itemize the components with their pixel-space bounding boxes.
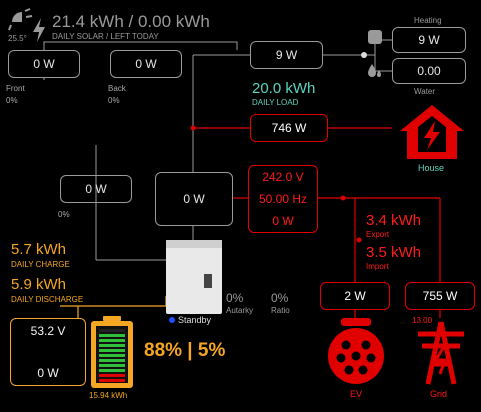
ev-plug-icon [327, 318, 385, 393]
battery-cell [99, 339, 125, 342]
ev-label: EV [350, 389, 363, 399]
battery-cell [99, 364, 125, 367]
house-icon [398, 103, 466, 166]
house-label: House [418, 163, 445, 173]
pv-front-value: 0 W [33, 57, 55, 71]
battery-cell [99, 359, 125, 362]
ev-box[interactable]: 2 W [320, 282, 390, 310]
daily-discharge-value: 5.9 kWh [11, 276, 67, 293]
pv-back-percent: 0% [108, 96, 120, 105]
sun-icon [8, 8, 38, 43]
ratio-value: 0% [271, 291, 289, 305]
battery-cell [99, 329, 125, 332]
battery-power: 0 W [37, 366, 59, 380]
grid-frequency: 50.00 Hz [258, 192, 308, 206]
daily-load-label: DAILY LOAD [252, 98, 299, 107]
status-dot [169, 317, 175, 323]
water-label: Water [414, 87, 436, 96]
pv-total-box[interactable]: 0 W [60, 175, 132, 203]
battery-cell [99, 354, 125, 357]
autarky-value: 0% [226, 291, 244, 305]
heating-icon [368, 30, 382, 44]
pv-front-percent: 0% [6, 96, 18, 105]
battery-icon [91, 316, 133, 388]
water-box[interactable]: 0.00 [392, 58, 466, 84]
daily-charge-label: DAILY CHARGE [11, 260, 70, 269]
battery-cell [99, 369, 125, 372]
pv-back-label: Back [108, 84, 126, 93]
import-label: Import [366, 262, 389, 271]
battery-cell [99, 374, 125, 377]
import-value: 3.5 kWh [366, 244, 422, 261]
inverter-icon [166, 240, 222, 314]
inverter-power-value: 0 W [183, 192, 205, 206]
autarky-label: Autarky [226, 306, 254, 315]
heating-box[interactable]: 9 W [392, 27, 466, 53]
daily-discharge-label: DAILY DISCHARGE [11, 295, 84, 304]
battery-stats-box[interactable]: 53.2 V 0 W [10, 318, 86, 386]
load-box[interactable]: 746 W [250, 114, 328, 142]
pv-back-value: 0 W [135, 57, 157, 71]
pv-front-box[interactable]: 0 W [8, 50, 80, 78]
ev-value: 2 W [344, 289, 366, 303]
grid-value: 755 W [422, 289, 458, 303]
battery-cell [99, 379, 125, 382]
grid-box[interactable]: 755 W [405, 282, 475, 310]
export-label: Export [366, 230, 390, 239]
battery-cell [99, 334, 125, 337]
battery-cell [99, 344, 125, 347]
pv-total-percent: 0% [58, 210, 70, 219]
inverter-power-box[interactable]: 0 W [155, 172, 233, 226]
daily-load-value: 20.0 kWh [252, 80, 316, 97]
aux-box[interactable]: 9 W [250, 41, 323, 69]
heating-label: Heating [414, 16, 442, 25]
daily-solar-label: DAILY SOLAR / LEFT TODAY [52, 32, 159, 41]
load-value: 746 W [271, 121, 307, 135]
battery-soc: 88% | 5% [144, 340, 226, 361]
inverter-status: Standby [178, 315, 212, 325]
grid-small-value: 13.00 [412, 316, 433, 325]
heating-value: 9 W [418, 33, 440, 47]
battery-cell [99, 349, 125, 352]
pv-total-value: 0 W [85, 182, 107, 196]
grid-voltage: 242.0 V [262, 170, 304, 184]
pv-front-label: Front [6, 84, 25, 93]
grid-label: Grid [430, 389, 448, 399]
aux-value: 9 W [275, 48, 298, 62]
pylon-icon [416, 320, 466, 391]
ratio-label: Ratio [271, 306, 290, 315]
water-value: 0.00 [417, 64, 441, 78]
grid-power: 0 W [272, 214, 294, 228]
battery-capacity: 15.94 kWh [89, 391, 128, 400]
grid-stats-box[interactable]: 242.0 V 50.00 Hz 0 W [248, 165, 318, 233]
daily-solar-value: 21.4 kWh / 0.00 kWh [52, 12, 210, 31]
water-drop-icon [366, 62, 384, 85]
export-value: 3.4 kWh [366, 212, 422, 229]
pv-back-box[interactable]: 0 W [110, 50, 182, 78]
daily-charge-value: 5.7 kWh [11, 241, 67, 258]
bolt-icon [32, 18, 46, 47]
battery-voltage: 53.2 V [30, 324, 66, 338]
temperature: 25.5° [8, 34, 27, 43]
